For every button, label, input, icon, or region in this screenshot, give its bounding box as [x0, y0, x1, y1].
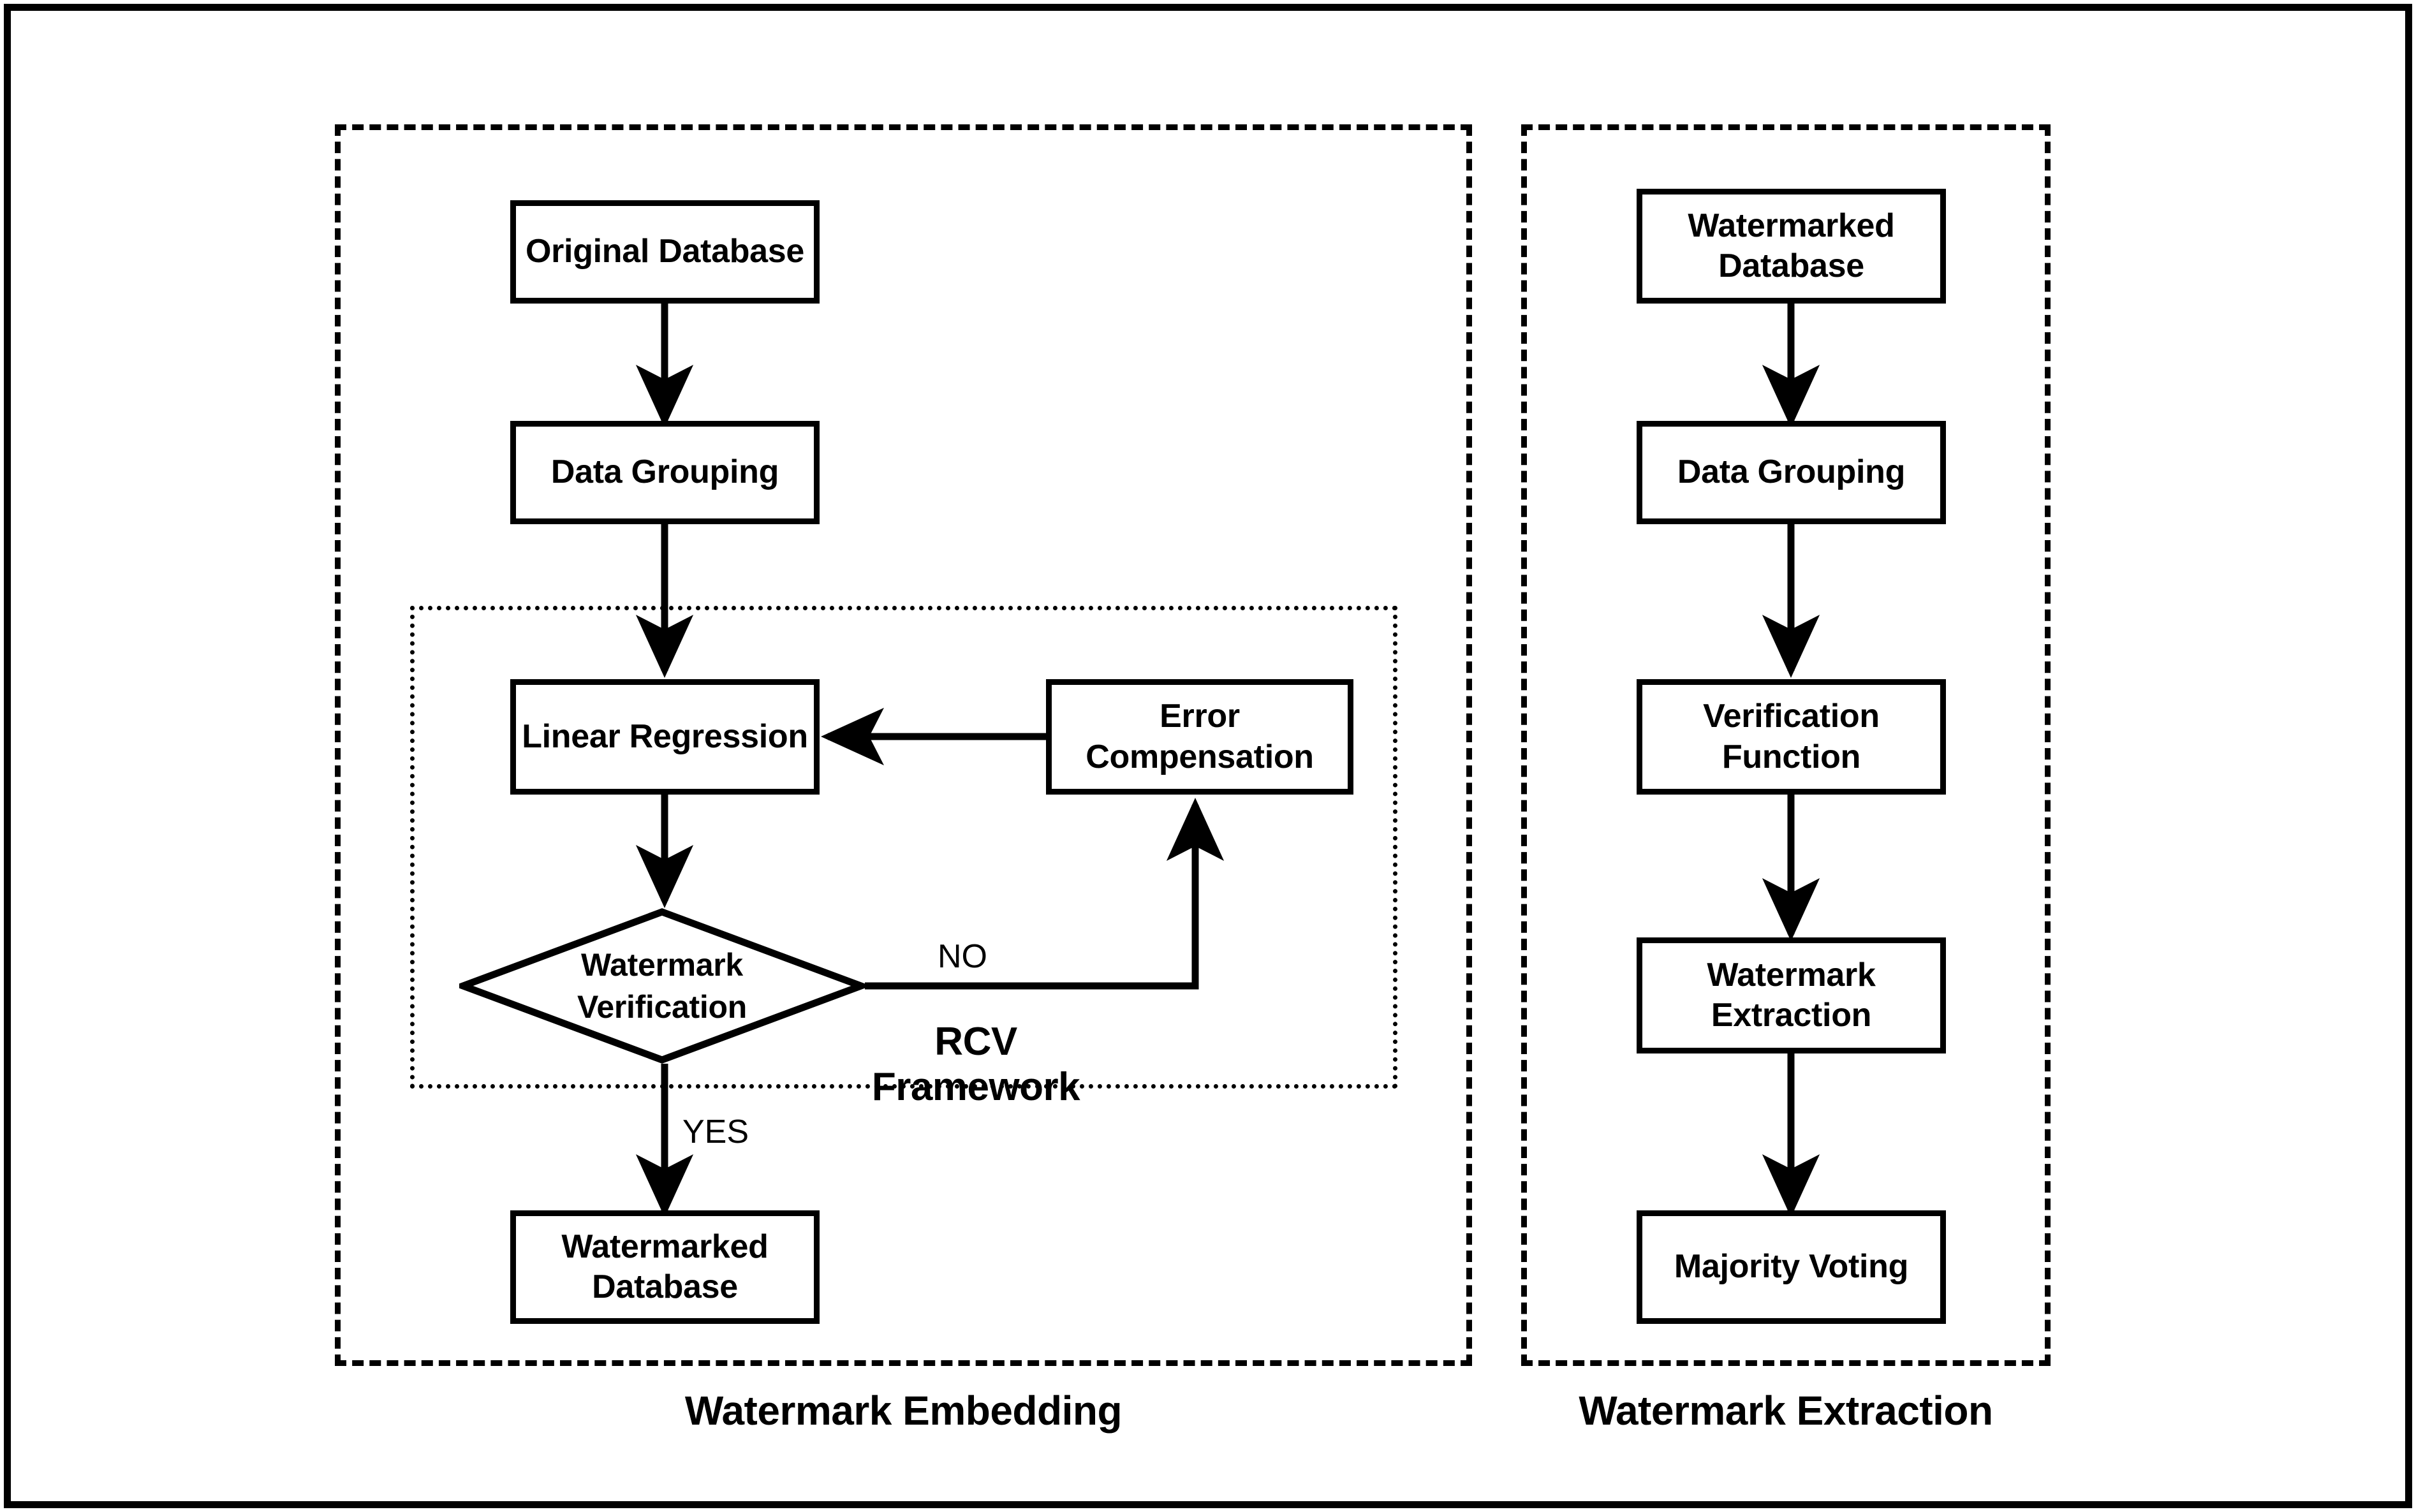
node-error-compensation-line1: Error — [1160, 698, 1240, 735]
node-watermark-verification-line1: Watermark — [581, 947, 743, 983]
node-watermarked-database-extraction-label: Watermarked Database — [1688, 206, 1895, 287]
node-watermarked-db-line1: Watermarked — [561, 1228, 769, 1265]
edge-label-no: NO — [938, 938, 987, 975]
node-watermark-verification-label: Watermark Verification — [459, 908, 865, 1064]
node-data-grouping-extraction-label: Data Grouping — [1677, 453, 1906, 491]
node-verification-function-line2: Function — [1721, 738, 1861, 775]
node-watermark-extraction-line1: Watermark — [1707, 956, 1876, 994]
outer-frame-border — [4, 4, 2412, 1508]
node-watermark-verification-line2: Verification — [577, 989, 747, 1025]
node-error-compensation-line2: Compensation — [1086, 738, 1314, 775]
node-watermark-verification[interactable]: Watermark Verification — [459, 908, 865, 1064]
node-error-compensation[interactable]: Error Compensation — [1046, 679, 1353, 795]
rcv-framework-label: RCV Framework — [871, 1020, 1080, 1109]
node-watermark-extraction-label: Watermark Extraction — [1707, 955, 1875, 1036]
node-verification-function-line1: Verification — [1703, 698, 1880, 735]
node-linear-regression-label: Linear Regression — [522, 717, 808, 755]
node-watermarked-database-embedding-label: Watermarked Database — [561, 1227, 769, 1308]
node-data-grouping-extraction[interactable]: Data Grouping — [1637, 421, 1946, 524]
node-verification-function-label: Verification Function — [1703, 696, 1880, 777]
node-original-database[interactable]: Original Database — [510, 200, 820, 304]
node-data-grouping-embedding-label: Data Grouping — [550, 453, 779, 491]
node-watermark-extraction-line2: Extraction — [1711, 997, 1872, 1034]
node-watermark-extraction[interactable]: Watermark Extraction — [1637, 937, 1946, 1053]
caption-watermark-extraction: Watermark Extraction — [1579, 1388, 1993, 1434]
node-wm-db-ext-line1: Watermarked — [1688, 207, 1895, 244]
node-majority-voting[interactable]: Majority Voting — [1637, 1210, 1946, 1324]
node-watermarked-database-extraction[interactable]: Watermarked Database — [1637, 189, 1946, 304]
node-majority-voting-label: Majority Voting — [1674, 1248, 1909, 1286]
node-data-grouping-embedding[interactable]: Data Grouping — [510, 421, 820, 524]
node-watermarked-database-embedding[interactable]: Watermarked Database — [510, 1210, 820, 1324]
group-rcv-framework — [410, 606, 1397, 1089]
node-watermarked-db-line2: Database — [592, 1268, 738, 1305]
node-wm-db-ext-line2: Database — [1718, 247, 1864, 284]
node-linear-regression[interactable]: Linear Regression — [510, 679, 820, 795]
group-watermark-extraction — [1521, 124, 2051, 1366]
caption-watermark-embedding: Watermark Embedding — [684, 1388, 1123, 1434]
node-verification-function[interactable]: Verification Function — [1637, 679, 1946, 795]
edge-label-yes: YES — [682, 1113, 749, 1150]
group-watermark-embedding — [335, 124, 1472, 1366]
node-original-database-label: Original Database — [525, 233, 805, 270]
node-error-compensation-label: Error Compensation — [1086, 696, 1314, 777]
diamond-shape — [459, 908, 865, 1064]
